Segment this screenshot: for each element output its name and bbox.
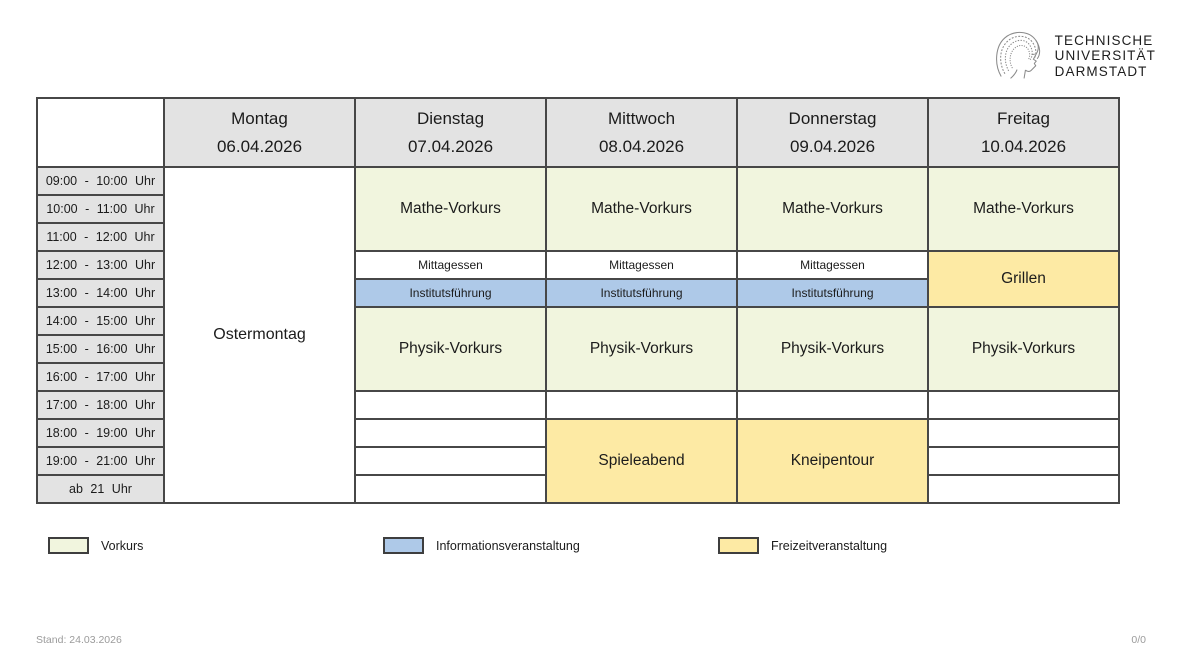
- event-cell-physik-mittwoch: Physik-Vorkurs: [545, 306, 738, 392]
- row-1500: 15:00 - 16:00 Uhr: [36, 334, 1119, 364]
- event-cell-spieleabend-mittwoch: Spieleabend: [545, 418, 738, 504]
- day-date: 06.04.2026: [216, 136, 303, 156]
- day-name: Montag: [231, 109, 288, 129]
- legend: Vorkurs Informationsveranstaltung Freize…: [0, 537, 1180, 559]
- row-0900: 09:00 - 10:00 Uhr Ostermontag Mathe-Vork…: [36, 166, 1120, 504]
- empty-cell: [927, 390, 1120, 420]
- time-slot-label: 11:00 - 12:00 Uhr: [36, 222, 165, 252]
- day-name: Freitag: [997, 109, 1050, 129]
- row-1700: 17:00 - 18:00 Uhr: [36, 390, 1120, 420]
- day-header-donnerstag: Donnerstag 09.04.2026: [736, 97, 929, 168]
- legend-label-freizeit: Freizeitveranstaltung: [771, 538, 888, 553]
- empty-cell: [354, 474, 547, 504]
- row-1800: 18:00 - 19:00 Uhr Spieleabend Kneipentou…: [36, 418, 1120, 504]
- row-1400: 14:00 - 15:00 Uhr Physik-Vorkurs Physik-…: [36, 306, 1120, 392]
- empty-cell: [736, 390, 929, 420]
- athena-head-icon: [995, 31, 1040, 79]
- event-cell-institutsfuehrung-dienstag: Institutsführung: [354, 278, 547, 308]
- time-slot-label: 16:00 - 17:00 Uhr: [36, 362, 165, 392]
- row-ab21: ab 21 Uhr: [36, 474, 1120, 504]
- logo-line-2: UNIVERSITÄT: [1054, 48, 1156, 64]
- event-cell-institutsfuehrung-mittwoch: Institutsführung: [545, 278, 738, 308]
- stand-date: Stand: 24.03.2026: [36, 634, 122, 646]
- tu-darmstadt-logo: TECHNISCHE UNIVERSITÄT DARMSTADT: [990, 28, 1156, 84]
- empty-cell: [354, 446, 547, 476]
- day-header-montag: Montag 06.04.2026: [163, 97, 356, 168]
- legend-item-information: Informationsveranstaltung: [383, 537, 580, 554]
- legend-swatch-freizeit: [718, 537, 759, 554]
- logo-line-1: TECHNISCHE: [1054, 32, 1154, 48]
- logo-line-3: DARMSTADT: [1054, 63, 1148, 79]
- time-slot-label: 15:00 - 16:00 Uhr: [36, 334, 165, 364]
- event-cell-grillen-freitag: Grillen: [927, 250, 1120, 308]
- row-1200: 12:00 - 13:00 Uhr Mittagessen Mittagesse…: [36, 250, 1120, 308]
- day-header-dienstag: Dienstag 07.04.2026: [354, 97, 547, 168]
- timetable: Montag 06.04.2026 Dienstag 07.04.2026 Mi…: [36, 97, 1120, 504]
- time-slot-label: 12:00 - 13:00 Uhr: [36, 250, 165, 280]
- legend-swatch-information: [383, 537, 424, 554]
- legend-item-vorkurs: Vorkurs: [48, 537, 143, 554]
- day-date: 07.04.2026: [407, 136, 494, 156]
- legend-swatch-vorkurs: [48, 537, 89, 554]
- event-cell-physik-freitag: Physik-Vorkurs: [927, 306, 1120, 392]
- row-1000: 10:00 - 11:00 Uhr: [36, 194, 1119, 224]
- event-cell-mathe-mittwoch: Mathe-Vorkurs: [545, 166, 738, 252]
- row-1300: 13:00 - 14:00 Uhr Institutsführung Insti…: [36, 278, 1119, 308]
- event-cell-mathe-donnerstag: Mathe-Vorkurs: [736, 166, 929, 252]
- legend-label-vorkurs: Vorkurs: [101, 538, 144, 553]
- event-cell-mittagessen-dienstag: Mittagessen: [354, 250, 547, 280]
- empty-cell: [927, 474, 1120, 504]
- day-date: 10.04.2026: [980, 136, 1067, 156]
- day-date: 08.04.2026: [598, 136, 685, 156]
- event-cell-physik-donnerstag: Physik-Vorkurs: [736, 306, 929, 392]
- empty-cell: [354, 390, 547, 420]
- time-slot-label: 10:00 - 11:00 Uhr: [36, 194, 165, 224]
- event-cell-institutsfuehrung-donnerstag: Institutsführung: [736, 278, 929, 308]
- event-cell-kneipentour-donnerstag: Kneipentour: [736, 418, 929, 504]
- empty-cell: [354, 418, 547, 448]
- event-cell-mittagessen-mittwoch: Mittagessen: [545, 250, 738, 280]
- logo-wordmark: TECHNISCHE UNIVERSITÄT DARMSTADT: [1055, 33, 1156, 80]
- time-slot-label: 18:00 - 19:00 Uhr: [36, 418, 165, 448]
- header-row: Montag 06.04.2026 Dienstag 07.04.2026 Mi…: [36, 97, 1120, 168]
- day-name: Donnerstag: [788, 109, 877, 129]
- time-slot-label: 19:00 - 21:00 Uhr: [36, 446, 165, 476]
- time-slot-label: 17:00 - 18:00 Uhr: [36, 390, 165, 420]
- page-indicator: 0/0: [1131, 634, 1146, 646]
- event-cell-physik-dienstag: Physik-Vorkurs: [354, 306, 547, 392]
- day-header-mittwoch: Mittwoch 08.04.2026: [545, 97, 738, 168]
- legend-item-freizeit: Freizeitveranstaltung: [718, 537, 887, 554]
- day-header-freitag: Freitag 10.04.2026: [927, 97, 1120, 168]
- empty-cell: [545, 390, 738, 420]
- row-1100: 11:00 - 12:00 Uhr: [36, 222, 1119, 252]
- event-cell-ostermontag: Ostermontag: [163, 166, 356, 504]
- time-slot-label: 09:00 - 10:00 Uhr: [36, 166, 165, 196]
- empty-cell: [927, 446, 1120, 476]
- time-slot-label: ab 21 Uhr: [36, 474, 165, 504]
- empty-cell: [927, 418, 1120, 448]
- event-cell-mathe-freitag: Mathe-Vorkurs: [927, 166, 1120, 252]
- event-cell-mathe-dienstag: Mathe-Vorkurs: [354, 166, 547, 252]
- time-slot-label: 13:00 - 14:00 Uhr: [36, 278, 165, 308]
- row-1900: 19:00 - 21:00 Uhr: [36, 446, 1120, 476]
- legend-label-information: Informationsveranstaltung: [436, 538, 580, 553]
- corner-spacer: [36, 97, 165, 168]
- event-cell-mittagessen-donnerstag: Mittagessen: [736, 250, 929, 280]
- row-1600: 16:00 - 17:00 Uhr: [36, 362, 1119, 392]
- day-date: 09.04.2026: [789, 136, 876, 156]
- day-name: Dienstag: [416, 109, 485, 129]
- time-slot-label: 14:00 - 15:00 Uhr: [36, 306, 165, 336]
- day-name: Mittwoch: [607, 109, 676, 129]
